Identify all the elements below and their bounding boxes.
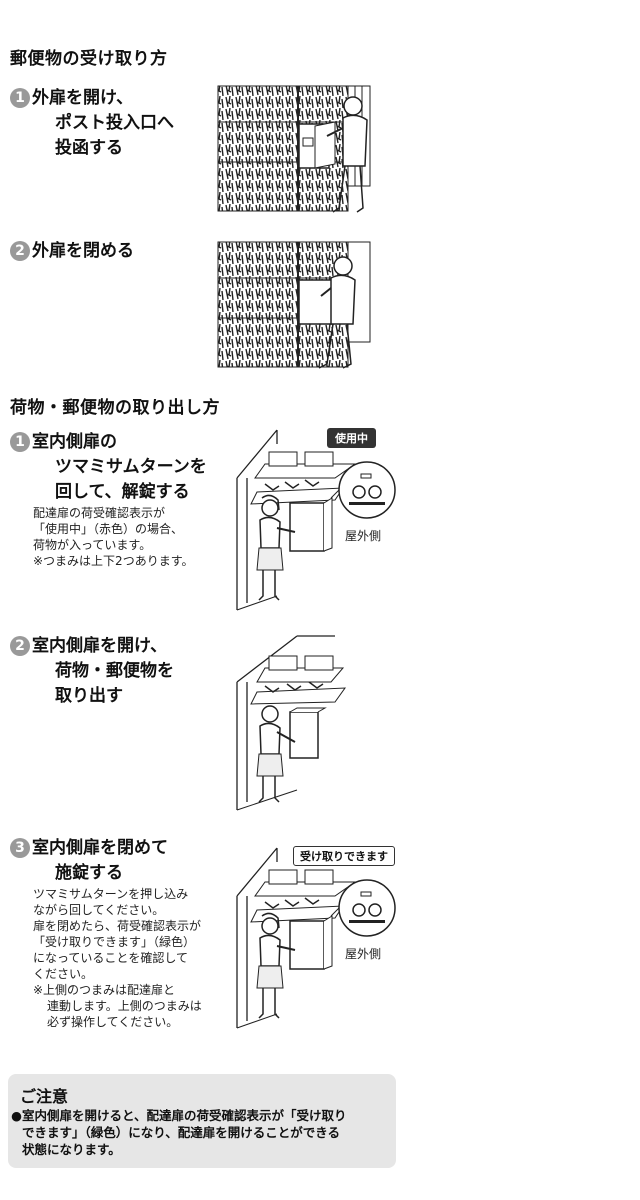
caution-text: 室内側扉を開けると、配達扉の荷受確認表示が「受け取り できます」（緑色）になり、…	[22, 1107, 347, 1158]
caution-title: ご注意	[20, 1087, 69, 1106]
illustration-closing-door	[217, 241, 371, 369]
step-heading-line: ツマミサムターンを	[55, 457, 207, 477]
note-line: 「使用中」（赤色）の場合、	[33, 522, 184, 536]
status-badge-available: 受け取りできます	[293, 846, 395, 866]
note-line: ツマミサムターンを押し込み	[33, 887, 189, 901]
step-heading: 室内側扉を閉めて 施錠する	[32, 836, 168, 886]
step-heading: 室内側扉の ツマミサムターンを 回して、解錠する	[32, 430, 207, 505]
status-badge-in-use: 使用中	[327, 428, 376, 448]
step-heading-line: 回して、解錠する	[55, 482, 190, 502]
note-line: ※上側のつまみは配達扉と	[33, 983, 176, 997]
illustration-locking	[236, 847, 396, 1029]
step-heading-line: 外扉を閉める	[32, 241, 134, 261]
step-number: 1	[10, 88, 30, 108]
step-number: 2	[10, 241, 30, 261]
step-heading-line: 室内側扉を開け、	[32, 636, 168, 656]
note-line: 配達扉の荷受確認表示が	[33, 506, 166, 520]
note-line: 扉を閉めたら、荷受確認表示が	[33, 919, 202, 933]
step-heading-line: 取り出す	[55, 686, 123, 706]
caution-body: ● 室内側扉を開けると、配達扉の荷受確認表示が「受け取り できます」（緑色）にな…	[8, 1107, 388, 1158]
step-number: 2	[10, 636, 30, 656]
caution-line: できます」（緑色）になり、配達扉を開けることができる	[22, 1125, 341, 1140]
caution-line: 室内側扉を開けると、配達扉の荷受確認表示が「受け取り	[22, 1108, 347, 1123]
illustration-unlocking	[236, 429, 396, 611]
note-line: 必ず操作してください。	[47, 1015, 179, 1029]
step-heading-line: ポスト投入口へ	[55, 113, 174, 133]
caution-bullet-item: ● 室内側扉を開けると、配達扉の荷受確認表示が「受け取り できます」（緑色）にな…	[8, 1107, 388, 1158]
note-line: ※つまみは上下2つあります。	[33, 554, 194, 568]
step-1-mail: 1 外扉を開け、 ポスト投入口へ 投函する	[10, 86, 174, 161]
note-line: 連動します。上側のつまみは	[47, 999, 202, 1013]
note-line: 「受け取りできます」（緑色）	[33, 935, 196, 949]
section-title-parcel-retrieve: 荷物・郵便物の取り出し方	[10, 398, 220, 418]
step-heading: 室内側扉を開け、 荷物・郵便物を 取り出す	[32, 634, 174, 709]
step-heading-line: 室内側扉を閉めて	[32, 838, 168, 858]
step-note: ツマミサムターンを押し込み ながら回してください。 扉を閉めたら、荷受確認表示が…	[33, 886, 202, 1030]
step-heading-line: 荷物・郵便物を	[55, 661, 174, 681]
illustration-posting-mail	[217, 85, 371, 213]
note-line: 荷物が入っています。	[33, 538, 152, 552]
note-line: ながら回してください。	[33, 903, 165, 917]
step-number: 1	[10, 432, 30, 452]
outdoor-side-label: 屋外側	[345, 529, 382, 543]
step-heading: 外扉を開け、 ポスト投入口へ 投函する	[32, 86, 174, 161]
illustration-taking-out	[236, 635, 347, 811]
outdoor-side-label: 屋外側	[345, 947, 382, 961]
caution-box: ご注意 ● 室内側扉を開けると、配達扉の荷受確認表示が「受け取り できます」（緑…	[8, 1074, 396, 1168]
step-2-mail: 2 外扉を閉める	[10, 239, 134, 264]
step-heading-line: 室内側扉の	[32, 432, 117, 452]
step-note: 配達扉の荷受確認表示が 「使用中」（赤色）の場合、 荷物が入っています。 ※つま…	[33, 505, 194, 569]
step-2-take-out: 2 室内側扉を開け、 荷物・郵便物を 取り出す	[10, 634, 174, 709]
caution-line: 状態になります。	[22, 1142, 121, 1157]
step-heading-line: 施錠する	[55, 863, 123, 883]
step-heading-line: 外扉を開け、	[32, 88, 134, 108]
note-line: になっていることを確認して	[33, 951, 189, 965]
step-3-lock: 3 室内側扉を閉めて 施錠する	[10, 836, 168, 886]
step-1-unlock: 1 室内側扉の ツマミサムターンを 回して、解錠する	[10, 430, 207, 505]
step-heading-line: 投函する	[55, 138, 123, 158]
section-title-mail-receive: 郵便物の受け取り方	[10, 49, 168, 69]
bullet-icon: ●	[11, 1108, 22, 1123]
note-line: ください。	[33, 967, 94, 981]
step-number: 3	[10, 838, 30, 858]
step-heading: 外扉を閉める	[32, 239, 134, 264]
